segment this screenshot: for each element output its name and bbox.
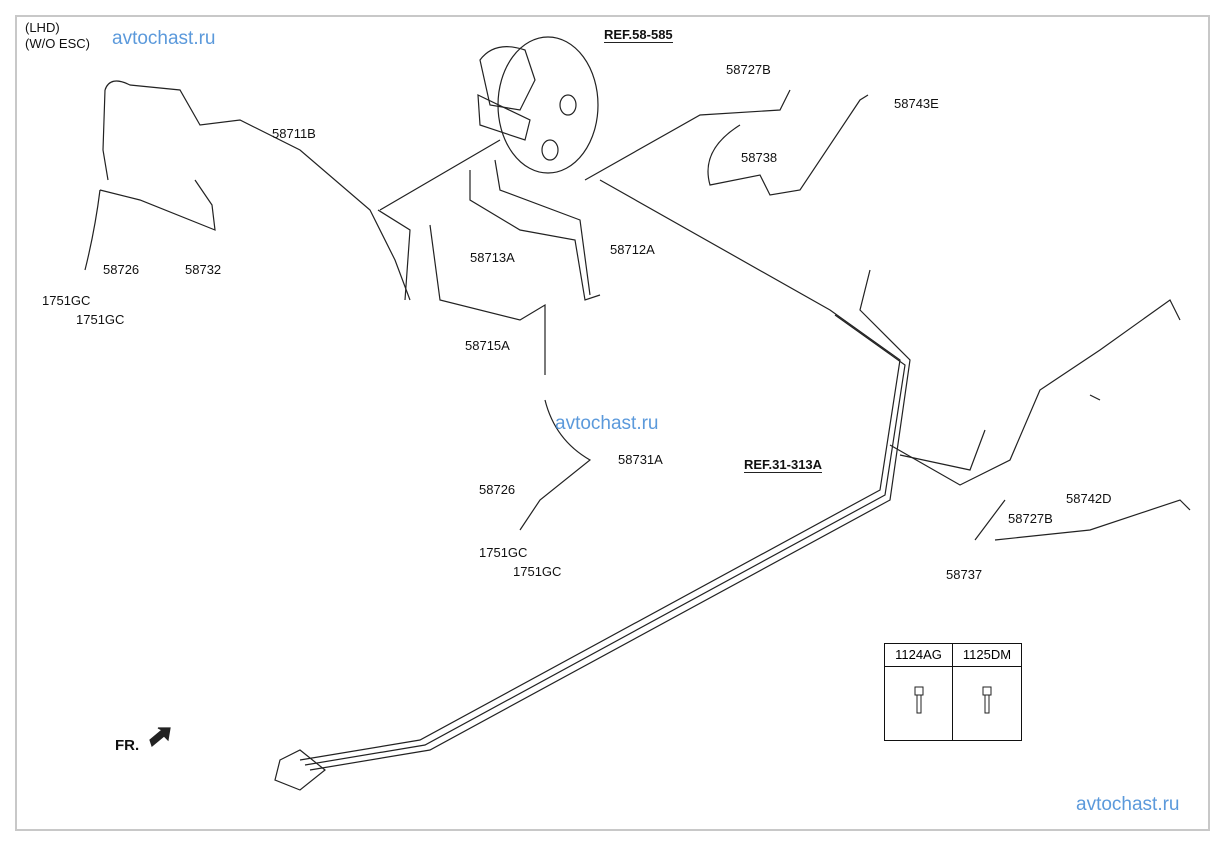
diagram-frame bbox=[15, 15, 1210, 831]
front-direction-arrow bbox=[149, 727, 171, 748]
part-58711B[interactable]: 58711B bbox=[272, 126, 316, 141]
part-1751GC[interactable]: 1751GC bbox=[42, 293, 91, 308]
center-lines bbox=[379, 139, 601, 531]
fastener-1124AG[interactable]: 1124AG bbox=[885, 644, 953, 667]
watermark: avtochast.ru bbox=[555, 413, 659, 434]
part-58726[interactable]: 58726 bbox=[103, 262, 140, 277]
part-58738[interactable]: 58738 bbox=[741, 150, 778, 165]
part-58713A[interactable]: 58713A bbox=[470, 250, 515, 265]
watermark: avtochast.ru bbox=[1076, 794, 1180, 815]
part-58715A[interactable]: 58715A bbox=[465, 338, 510, 353]
fastener-table: 1124AG 1125DM bbox=[884, 643, 1022, 741]
floor-brake-lines bbox=[274, 179, 1181, 791]
part-1751GC[interactable]: 1751GC bbox=[479, 545, 528, 560]
watermark: avtochast.ru bbox=[112, 28, 216, 49]
part-58742D[interactable]: 58742D bbox=[1066, 491, 1112, 506]
part-58726[interactable]: 58726 bbox=[479, 482, 516, 497]
part-58731A[interactable]: 58731A bbox=[618, 452, 663, 467]
part-58743E[interactable]: 58743E bbox=[894, 96, 939, 111]
ref-floor[interactable]: REF.31-313A bbox=[744, 457, 823, 473]
part-58732[interactable]: 58732 bbox=[185, 262, 222, 277]
bolt-icon bbox=[885, 667, 953, 740]
front-direction-label: FR. bbox=[115, 737, 140, 754]
fastener-1125DM[interactable]: 1125DM bbox=[953, 644, 1021, 667]
header-variant: (W/O ESC) bbox=[25, 36, 90, 51]
part-58727B[interactable]: 58727B bbox=[726, 62, 771, 77]
part-58737[interactable]: 58737 bbox=[946, 567, 983, 582]
part-58712A[interactable]: 58712A bbox=[610, 242, 655, 257]
part-1751GC[interactable]: 1751GC bbox=[513, 564, 562, 579]
brake-booster bbox=[477, 36, 599, 174]
header-lhd: (LHD) bbox=[25, 20, 60, 35]
front-left-lines bbox=[84, 80, 411, 301]
bolt-icon bbox=[953, 667, 1021, 740]
part-1751GC[interactable]: 1751GC bbox=[76, 312, 125, 327]
ref-booster[interactable]: REF.58-585 bbox=[604, 27, 673, 43]
part-58727B[interactable]: 58727B bbox=[1008, 511, 1053, 526]
top-right-lines bbox=[584, 89, 1191, 541]
